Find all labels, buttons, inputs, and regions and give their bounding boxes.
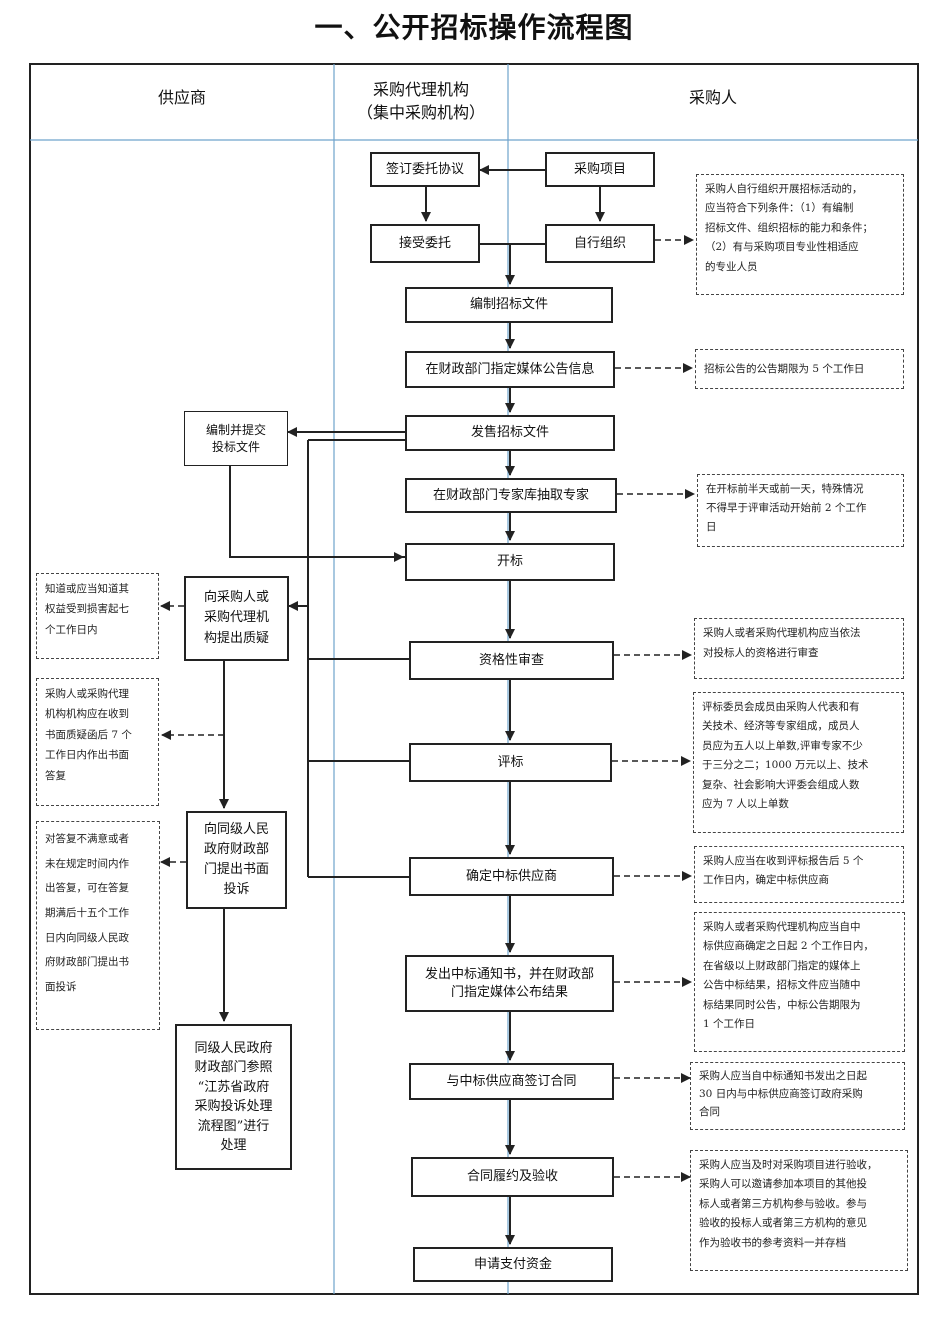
step-determine-winner: 确定中标供应商 <box>409 857 614 896</box>
note-complaint-deadline: 对答复不满意或者 未在规定时间内作 出答复，可在答复 期满后十五个工作 日内向同… <box>36 821 160 1030</box>
step-extract-experts: 在财政部门专家库抽取专家 <box>405 478 617 513</box>
arrow-submit-to-opening <box>229 466 404 562</box>
supplier-query: 向采购人或 采购代理机 构提出质疑 <box>184 576 289 661</box>
step-sign-contract: 与中标供应商签订合同 <box>409 1063 614 1100</box>
note-acceptance: 采购人应当及时对采购项目进行验收， 采购人可以邀请参加本项目的其他投 标人或者第… <box>690 1150 908 1271</box>
step-qualification-review: 资格性审查 <box>409 641 614 680</box>
step-self-organize: 自行组织 <box>545 224 655 263</box>
supplier-submit-bid: 编制并提交 投标文件 <box>184 411 288 466</box>
step-announce: 在财政部门指定媒体公告信息 <box>405 351 615 388</box>
note-notice-timing: 采购人或者采购代理机构应当自中 标供应商确定之日起 2 个工作日内， 在省级以上… <box>694 912 905 1052</box>
note-qualification: 采购人或者采购代理机构应当依法 对投标人的资格进行审查 <box>694 618 904 679</box>
note-announce-period: 招标公告的公告期限为 5 个工作日 <box>695 349 904 389</box>
note-self-org-conditions: 采购人自行组织开展招标活动的， 应当符合下列条件：（1）有编制 招标文件、组织招… <box>696 174 904 295</box>
step-payment: 申请支付资金 <box>413 1247 613 1282</box>
note-committee: 评标委员会成员由采购人代表和有 关技术、经济等专家组成，成员人 员应为五人以上单… <box>693 692 904 833</box>
column-header-purchaser: 采购人 <box>688 88 737 107</box>
step-accept-commission: 接受委托 <box>370 224 480 263</box>
page-title: 一、公开招标操作流程图 <box>314 11 634 44</box>
supplier-complaint-handling: 同级人民政府 财政部门参照 “江苏省政府 采购投诉处理 流程图”进行 处理 <box>175 1024 292 1170</box>
step-issue-notice: 发出中标通知书，并在财政部 门指定媒体公布结果 <box>405 955 614 1012</box>
step-bid-opening: 开标 <box>405 543 615 581</box>
diagram-frame <box>29 63 919 1295</box>
step-sign-agreement: 签订委托协议 <box>370 152 480 187</box>
column-header-agency: 采购代理机构 （集中采购机构） <box>356 80 485 123</box>
step-evaluation: 评标 <box>409 743 612 782</box>
column-header-supplier: 供应商 <box>157 88 206 107</box>
note-query-deadline: 知道或应当知道其 权益受到损害起七 个工作日内 <box>36 573 159 659</box>
step-purchase-project: 采购项目 <box>545 152 655 187</box>
note-contract-timing: 采购人应当自中标通知书发出之日起 30 日内与中标供应商签订政府采购 合同 <box>690 1062 905 1130</box>
note-winner-timing: 采购人应当在收到评标报告后 5 个 工作日内，确定中标供应商 <box>694 846 904 903</box>
step-sell-docs: 发售招标文件 <box>405 415 615 451</box>
supplier-complaint: 向同级人民 政府财政部 门提出书面 投诉 <box>186 811 287 909</box>
note-reply-deadline: 采购人或采购代理 机构机构应在收到 书面质疑函后 7 个 工作日内作出书面 答复 <box>36 678 159 806</box>
step-prepare-docs: 编制招标文件 <box>405 287 613 323</box>
note-expert-timing: 在开标前半天或前一天，特殊情况 不得早于评审活动开始前 2 个工作 日 <box>697 474 904 547</box>
step-acceptance: 合同履约及验收 <box>411 1157 614 1197</box>
